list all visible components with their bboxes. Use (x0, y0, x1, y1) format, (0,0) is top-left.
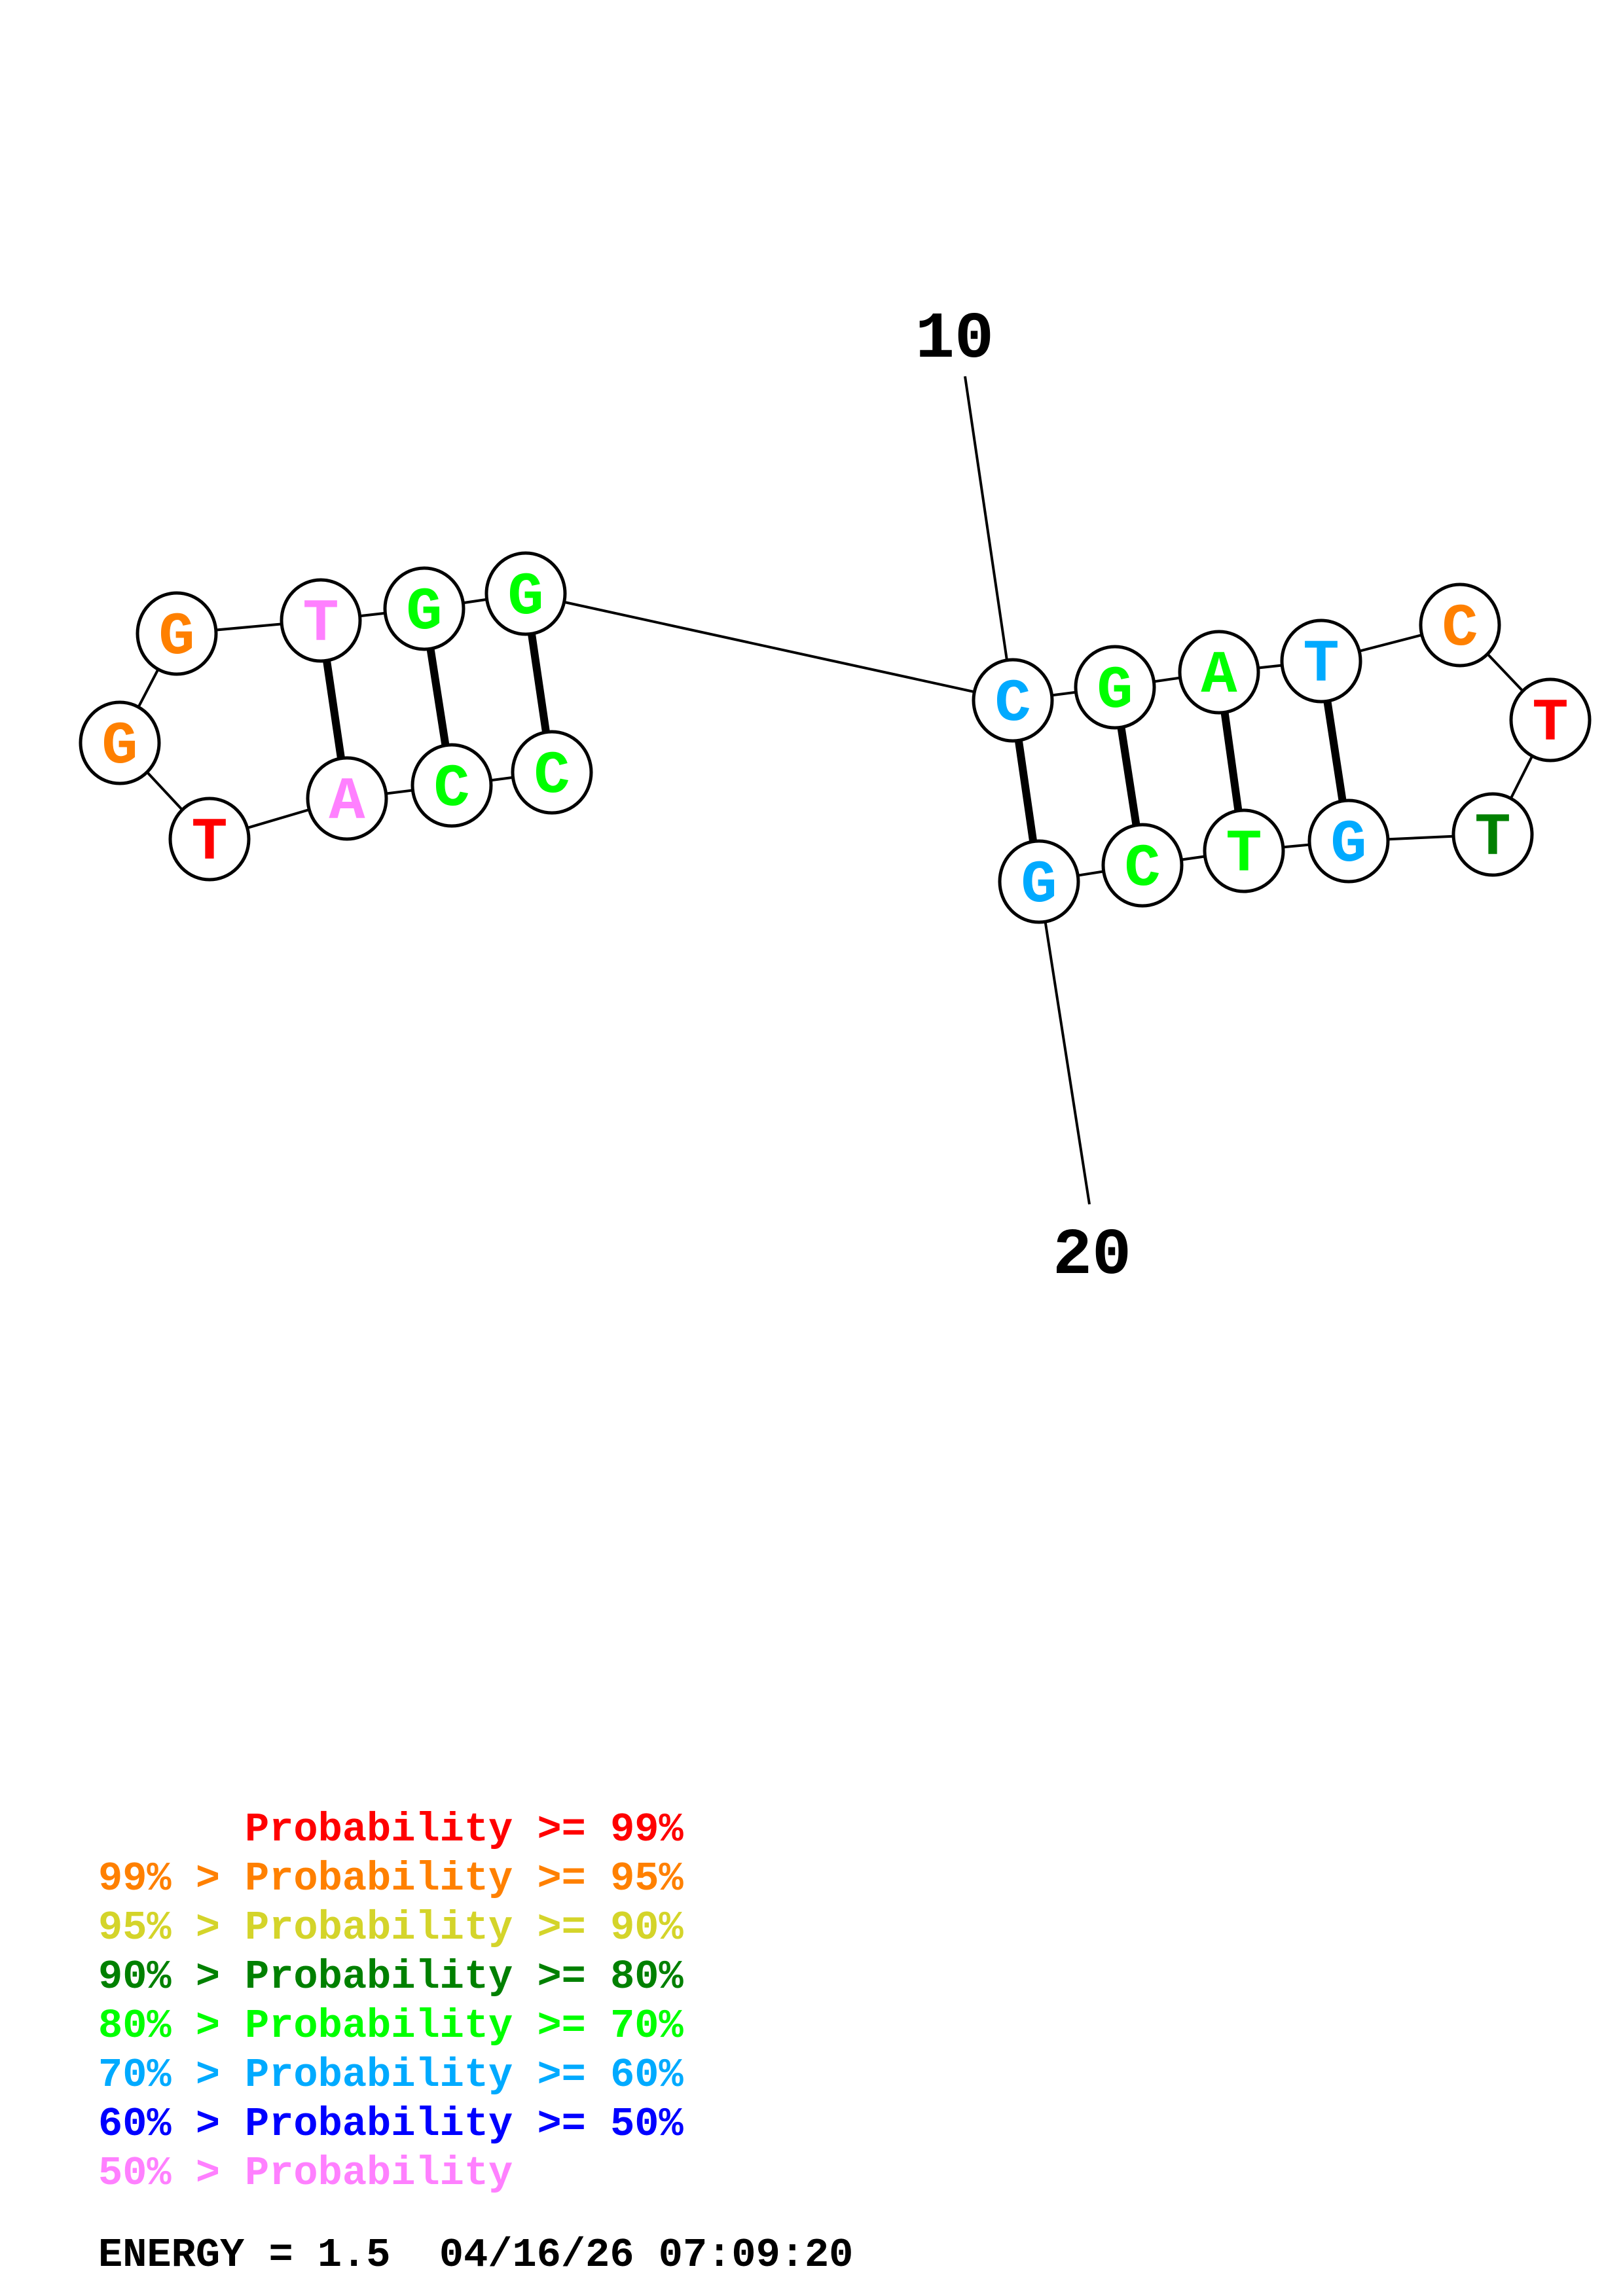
nucleotide-node: G (1307, 798, 1390, 884)
legend-text: Probability >= 50% (245, 2101, 684, 2147)
probability-legend: Probability >= 99% 99% > Probability >= … (98, 1806, 684, 2199)
legend-prefix: 50% > (98, 2150, 245, 2197)
nucleotide-node: T (1203, 808, 1285, 893)
nucleotide-circle (511, 730, 593, 815)
nucleotide-node: A (1178, 630, 1260, 715)
nucleotide-node: C (511, 730, 593, 815)
nucleotide-circle (168, 797, 251, 882)
nucleotide-base: C (534, 742, 570, 810)
nucleotide-circle (306, 756, 388, 841)
nucleotide-circle (136, 591, 218, 676)
legend-text: Probability >= 80% (245, 1954, 684, 2000)
legend-prefix: 60% > (98, 2101, 245, 2147)
legend-row: Probability >= 99% (98, 1806, 684, 1854)
nucleotide-circle (972, 658, 1054, 743)
nucleotide-base: G (101, 712, 137, 781)
legend-row: 90% > Probability >= 80% (98, 1954, 684, 2001)
nucleotide-base: C (994, 670, 1030, 738)
legend-prefix: 95% > (98, 1905, 245, 1951)
legend-text: Probability >= 95% (245, 1856, 684, 1902)
base-pair-lines (317, 593, 1353, 882)
legend-row: 80% > Probability >= 70% (98, 2003, 684, 2050)
nucleotide-node: T (1280, 619, 1362, 704)
nucleotide-base: T (1474, 804, 1510, 872)
nucleotide-node: C (1101, 823, 1184, 908)
legend-text: Probability (245, 2150, 513, 2197)
legend-prefix: 80% > (98, 2003, 245, 2049)
position-label-tick (1038, 881, 1091, 1205)
legend-prefix: 70% > (98, 2052, 245, 2098)
position-label: 20 (1053, 1219, 1131, 1293)
nucleotide-circle (484, 551, 567, 636)
legend-row: 70% > Probability >= 60% (98, 2052, 684, 2099)
nucleotide-base: G (1097, 656, 1133, 725)
nucleotide-circle (1074, 645, 1156, 730)
nucleotide-circle (1307, 798, 1390, 884)
nucleotide-circle (280, 578, 362, 663)
nucleotide-node: T (1509, 677, 1592, 762)
nucleotide-circle (79, 700, 161, 785)
nucleotide-base: T (191, 808, 227, 877)
nucleotide-circle (1203, 808, 1285, 893)
nucleotide-node: G (383, 566, 465, 651)
nucleotide-node: G (1074, 645, 1156, 730)
legend-prefix: 99% > (98, 1856, 245, 1902)
nucleotide-circle (1419, 583, 1501, 668)
nucleotide-node: G (136, 591, 218, 676)
nucleotide-node: T (1451, 792, 1534, 877)
legend-row: 50% > Probability (98, 2150, 684, 2197)
nucleotide-node: C (410, 743, 493, 828)
nucleotide-base: C (1124, 834, 1160, 903)
legend-row: 60% > Probability >= 50% (98, 2101, 684, 2148)
nucleotide-base: G (1021, 851, 1057, 920)
nucleotide-base: C (1442, 594, 1478, 663)
legend-prefix: 90% > (98, 1954, 245, 2000)
nucleotide-circle (1280, 619, 1362, 704)
nucleotide-base: A (1201, 641, 1237, 710)
nucleotide-base: T (302, 590, 338, 658)
position-label: 10 (915, 303, 994, 377)
nucleotide-base: A (329, 768, 365, 836)
energy-timestamp: ENERGY = 1.5 04/16/26 07:09:20 (98, 2232, 854, 2278)
nucleotide-circle (998, 839, 1080, 924)
legend-row: 95% > Probability >= 90% (98, 1905, 684, 1952)
backbone-segment (525, 592, 1013, 702)
legend-row: 99% > Probability >= 95% (98, 1856, 684, 1903)
nucleotide-node: A (306, 756, 388, 841)
legend-text: Probability >= 60% (245, 2052, 684, 2098)
nucleotide-node: G (998, 839, 1080, 924)
legend-prefix (98, 1806, 245, 1854)
nucleotide-base: T (1303, 630, 1339, 699)
position-label-tick (964, 376, 1014, 701)
nucleotide-node: G (79, 700, 161, 785)
legend-text: Probability >= 90% (245, 1905, 684, 1951)
legend-text: Probability >= 70% (245, 2003, 684, 2049)
nucleotide-base: G (158, 603, 194, 672)
legend-text: Probability >= 99% (245, 1806, 684, 1853)
nucleotide-node: T (168, 797, 251, 882)
nucleotide-circle (1451, 792, 1534, 877)
nucleotide-node: T (280, 578, 362, 663)
nucleotide-circle (383, 566, 465, 651)
nucleotide-base: T (1532, 689, 1568, 758)
nucleotide-circle (410, 743, 493, 828)
nucleotide-circle (1101, 823, 1184, 908)
nucleotide-node: C (1419, 583, 1501, 668)
nucleotide-base: G (507, 563, 543, 632)
nucleotide-base: T (1226, 820, 1262, 889)
nucleotide-base: C (433, 755, 469, 823)
nucleotide-circle (1178, 630, 1260, 715)
nucleotide-node: C (972, 658, 1054, 743)
nucleotide-base: G (406, 578, 442, 647)
nucleotide-circle (1509, 677, 1592, 762)
nucleotide-base: G (1330, 810, 1366, 879)
position-labels: 10 20 (915, 303, 1131, 1293)
nucleotide-node: G (484, 551, 567, 636)
